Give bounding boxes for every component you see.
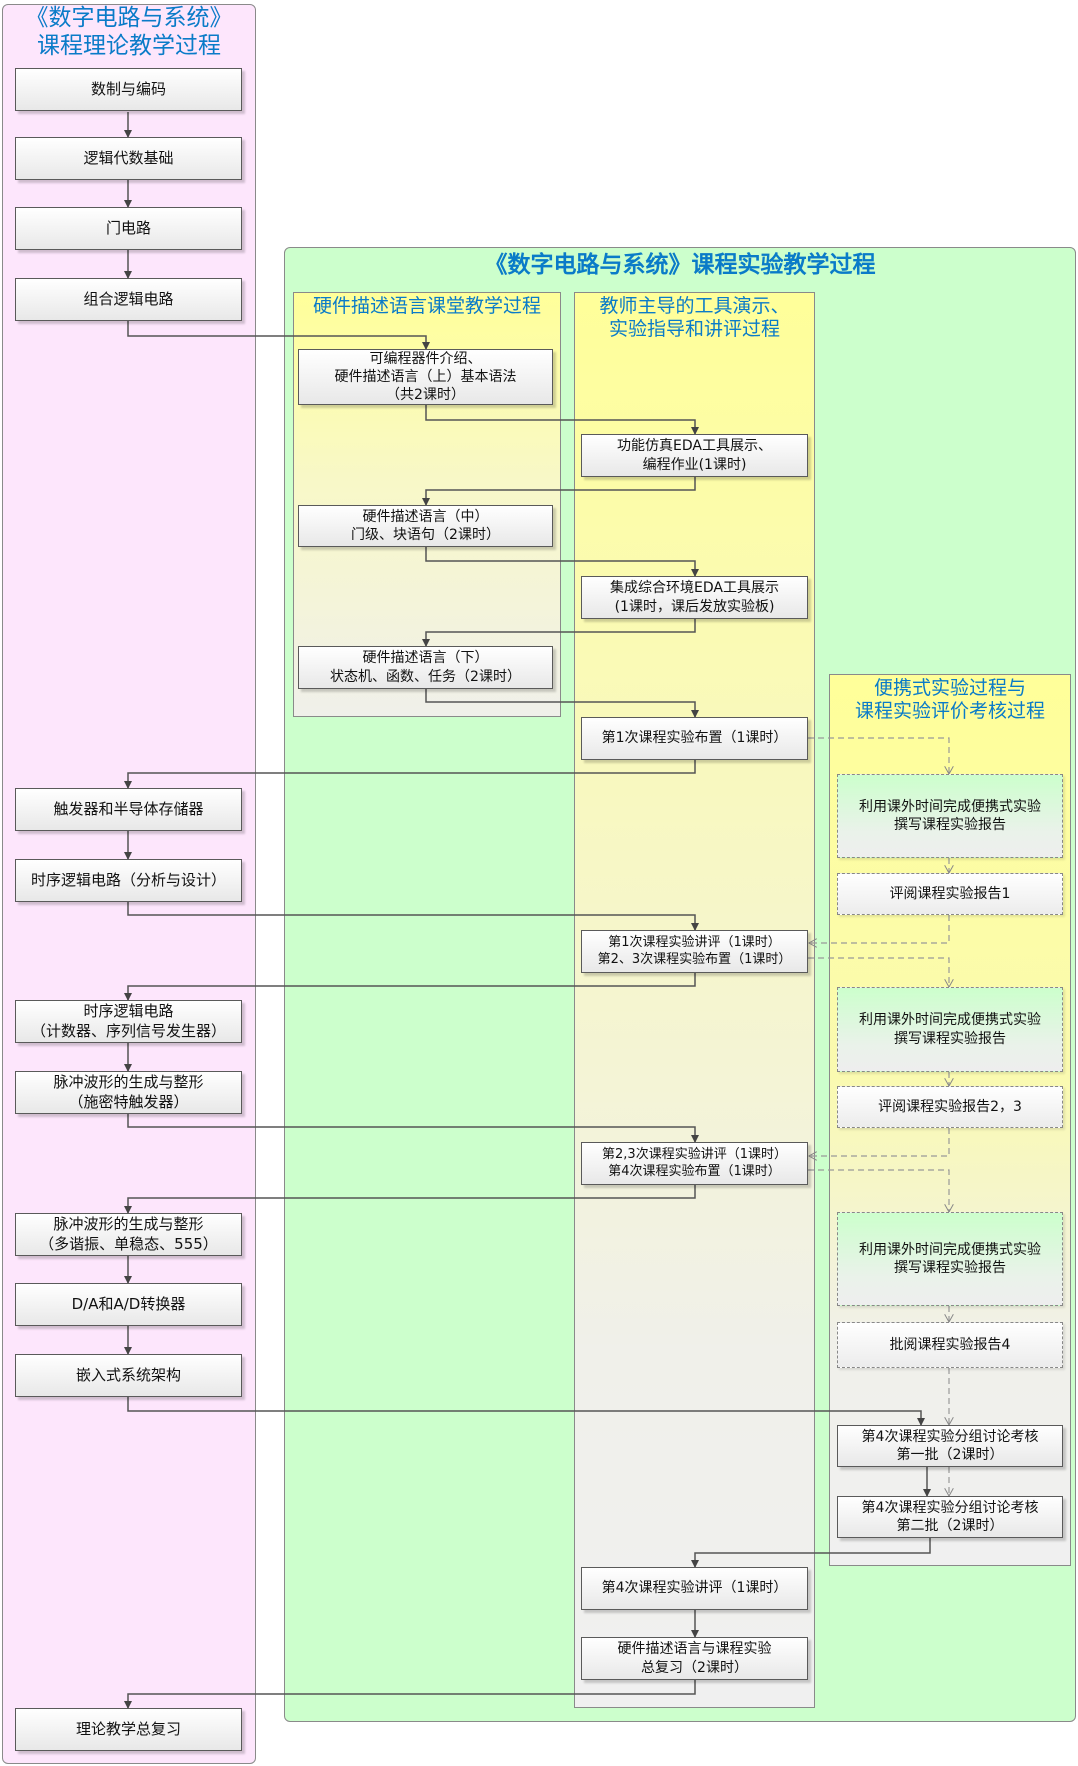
hdl-lane-title: 硬件描述语言课堂教学过程 bbox=[312, 295, 541, 317]
arrow bbox=[124, 972, 696, 1001]
dashed-arrow bbox=[808, 737, 949, 774]
dashed-arrow bbox=[809, 1128, 950, 1156]
teacher-step: 集成综合环境EDA工具展示 (1课时，课后发放实验板) bbox=[581, 576, 808, 619]
hdl-step: 硬件描述语言（中） 门级、块语句（2课时） bbox=[298, 505, 553, 547]
portable-experiment-step: 利用课外时间完成便携式实验 撰写课程实验报告 bbox=[837, 774, 1063, 858]
arrow bbox=[127, 1396, 925, 1426]
dashed-arrow bbox=[808, 1169, 949, 1212]
theory-step: 逻辑代数基础 bbox=[15, 137, 242, 180]
arrow bbox=[124, 1184, 696, 1214]
theory-step: 脉冲波形的生成与整形 （施密特触发器） bbox=[15, 1071, 242, 1114]
teacher-step: 功能仿真EDA工具展示、 编程作业(1课时) bbox=[581, 434, 808, 477]
report-review-step: 评阅课程实验报告2，3 bbox=[837, 1086, 1063, 1128]
hdl-step: 可编程器件介绍、 硬件描述语言（上）基本语法 （共2课时） bbox=[298, 349, 553, 405]
dashed-arrow bbox=[809, 915, 950, 943]
group-assessment-step: 第4次课程实验分组讨论考核 第一批（2课时） bbox=[837, 1425, 1063, 1467]
teacher-step: 第1次课程实验布置（1课时） bbox=[581, 717, 808, 760]
theory-title: 《数字电路与系统》 课程理论教学过程 bbox=[25, 5, 233, 59]
theory-step: 理论教学总复习 bbox=[15, 1708, 242, 1751]
group-assessment-step: 第4次课程实验分组讨论考核 第二批（2课时） bbox=[837, 1496, 1063, 1538]
arrow bbox=[422, 477, 696, 506]
lab-title: 《数字电路与系统》课程实验教学过程 bbox=[484, 252, 876, 278]
theory-step: 脉冲波形的生成与整形 （多谐振、单稳态、555） bbox=[15, 1213, 242, 1256]
arrow bbox=[127, 321, 430, 350]
theory-step: D/A和A/D转换器 bbox=[15, 1283, 242, 1326]
arrow bbox=[127, 901, 699, 931]
teacher-lane-title: 教师主导的工具演示、 实验指导和讲评过程 bbox=[599, 295, 790, 340]
portable-experiment-step: 利用课外时间完成便携式实验 撰写课程实验报告 bbox=[837, 1212, 1063, 1306]
hdl-step: 硬件描述语言（下） 状态机、函数、任务（2课时） bbox=[298, 646, 553, 689]
arrow bbox=[124, 1680, 696, 1709]
arrow bbox=[124, 759, 696, 789]
teacher-lane bbox=[574, 292, 815, 1708]
arrow bbox=[425, 689, 699, 718]
portable-lane-title: 便携式实验过程与 课程实验评价考核过程 bbox=[854, 677, 1045, 722]
theory-step: 嵌入式系统架构 bbox=[15, 1354, 242, 1397]
theory-step: 触发器和半导体存储器 bbox=[15, 788, 242, 831]
teacher-step: 硬件描述语言与课程实验 总复习（2课时） bbox=[581, 1637, 808, 1680]
theory-step: 时序逻辑电路（分析与设计） bbox=[15, 859, 242, 902]
teacher-step: 第4次课程实验讲评（1课时） bbox=[581, 1567, 808, 1610]
dashed-arrow bbox=[808, 957, 949, 987]
arrow bbox=[425, 405, 699, 435]
arrow bbox=[422, 618, 696, 647]
theory-step: 时序逻辑电路 （计数器、序列信号发生器） bbox=[15, 1000, 242, 1043]
theory-step: 组合逻辑电路 bbox=[15, 278, 242, 321]
portable-experiment-step: 利用课外时间完成便携式实验 撰写课程实验报告 bbox=[837, 987, 1063, 1072]
theory-step: 数制与编码 bbox=[15, 68, 242, 111]
arrow bbox=[691, 1538, 931, 1568]
teacher-step: 第2,3次课程实验讲评（1课时） 第4次课程实验布置（1课时） bbox=[581, 1142, 808, 1185]
report-review-step: 评阅课程实验报告1 bbox=[837, 873, 1063, 915]
teacher-step: 第1次课程实验讲评（1课时） 第2、3次课程实验布置（1课时） bbox=[581, 930, 808, 973]
report-review-step: 批阅课程实验报告4 bbox=[837, 1322, 1063, 1368]
arrow bbox=[425, 547, 699, 577]
theory-step: 门电路 bbox=[15, 207, 242, 250]
arrow bbox=[127, 1113, 699, 1143]
